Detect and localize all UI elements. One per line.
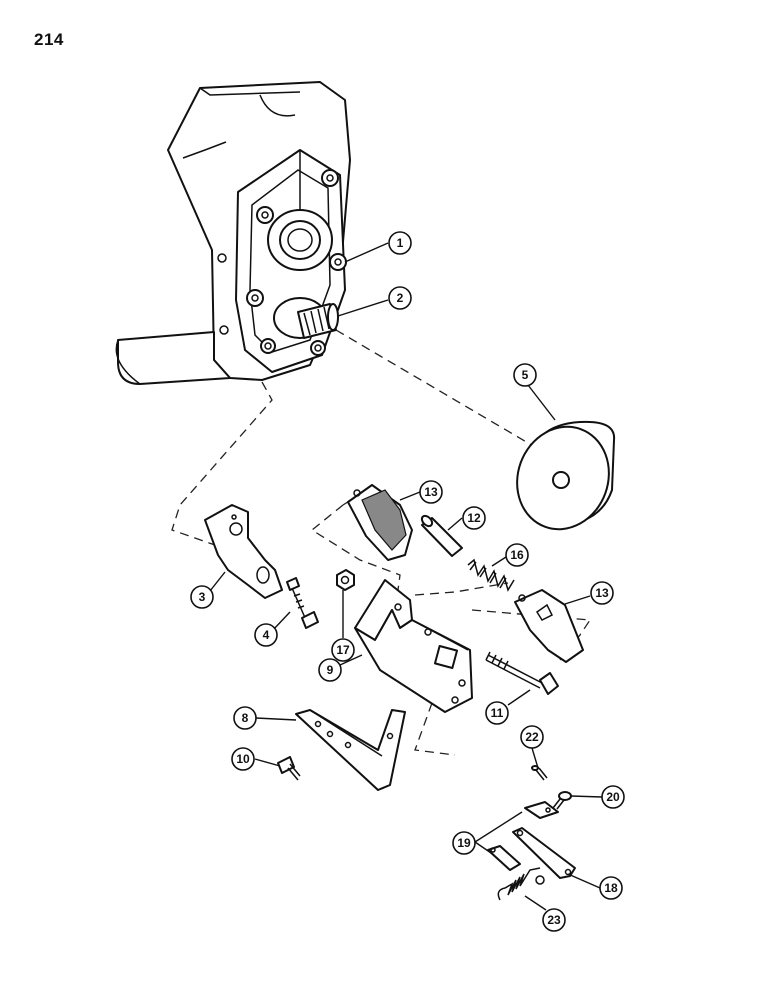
callout-20: 20 (601, 785, 625, 809)
long-bolt (485, 651, 559, 695)
callout-4: 4 (254, 623, 278, 647)
callout-1: 1 (388, 231, 412, 255)
page-number: 214 (34, 30, 64, 49)
svg-text:1: 1 (397, 236, 404, 250)
angle-bracket (295, 709, 406, 791)
svg-text:16: 16 (510, 548, 524, 562)
svg-text:12: 12 (467, 511, 481, 525)
svg-text:8: 8 (242, 711, 249, 725)
link-plate-upper (524, 801, 559, 819)
svg-text:5: 5 (522, 368, 529, 382)
callout-13-upper: 13 (419, 480, 443, 504)
svg-text:19: 19 (457, 836, 471, 850)
callout-2: 2 (388, 286, 412, 310)
brake-shoe-upper (347, 484, 413, 561)
callout-3: 3 (190, 585, 214, 609)
callout-17: 17 (331, 638, 355, 662)
hex-bolt-4 (286, 577, 319, 629)
pin (420, 514, 463, 557)
leader-lines (209, 242, 603, 911)
callout-9: 9 (318, 658, 342, 682)
svg-text:11: 11 (491, 706, 504, 720)
lever (512, 827, 576, 879)
svg-text:22: 22 (525, 730, 539, 744)
svg-text:13: 13 (424, 485, 438, 499)
clevis-pin (552, 791, 572, 810)
callout-19: 19 (452, 831, 476, 855)
callout-11: 11 (485, 701, 509, 725)
svg-text:4: 4 (263, 628, 270, 642)
svg-text:18: 18 (604, 881, 618, 895)
tension-spring (497, 867, 545, 901)
callout-16: 16 (505, 543, 529, 567)
callout-22: 22 (520, 725, 544, 749)
callout-5: 5 (513, 363, 537, 387)
svg-text:9: 9 (327, 663, 334, 677)
hex-nut (336, 569, 355, 591)
svg-text:20: 20 (606, 790, 620, 804)
brake-shoe-right (514, 589, 584, 663)
small-bolt (277, 756, 301, 781)
callout-12: 12 (462, 506, 486, 530)
svg-text:10: 10 (236, 752, 250, 766)
mounting-bracket (204, 504, 283, 599)
svg-text:13: 13 (595, 586, 609, 600)
svg-text:17: 17 (336, 643, 350, 657)
svg-text:3: 3 (199, 590, 206, 604)
svg-text:23: 23 (547, 913, 561, 927)
spring (467, 558, 515, 592)
callout-10: 10 (231, 747, 255, 771)
callout-8: 8 (233, 706, 257, 730)
shoe-bracket (354, 579, 473, 713)
svg-text:2: 2 (397, 291, 404, 305)
brake-drum (516, 420, 616, 531)
callout-18: 18 (599, 876, 623, 900)
transmission-housing (115, 81, 351, 385)
cotter-pin (531, 765, 548, 781)
link-plate-lower (487, 845, 521, 871)
callout-23: 23 (542, 908, 566, 932)
callout-13-right: 13 (590, 581, 614, 605)
